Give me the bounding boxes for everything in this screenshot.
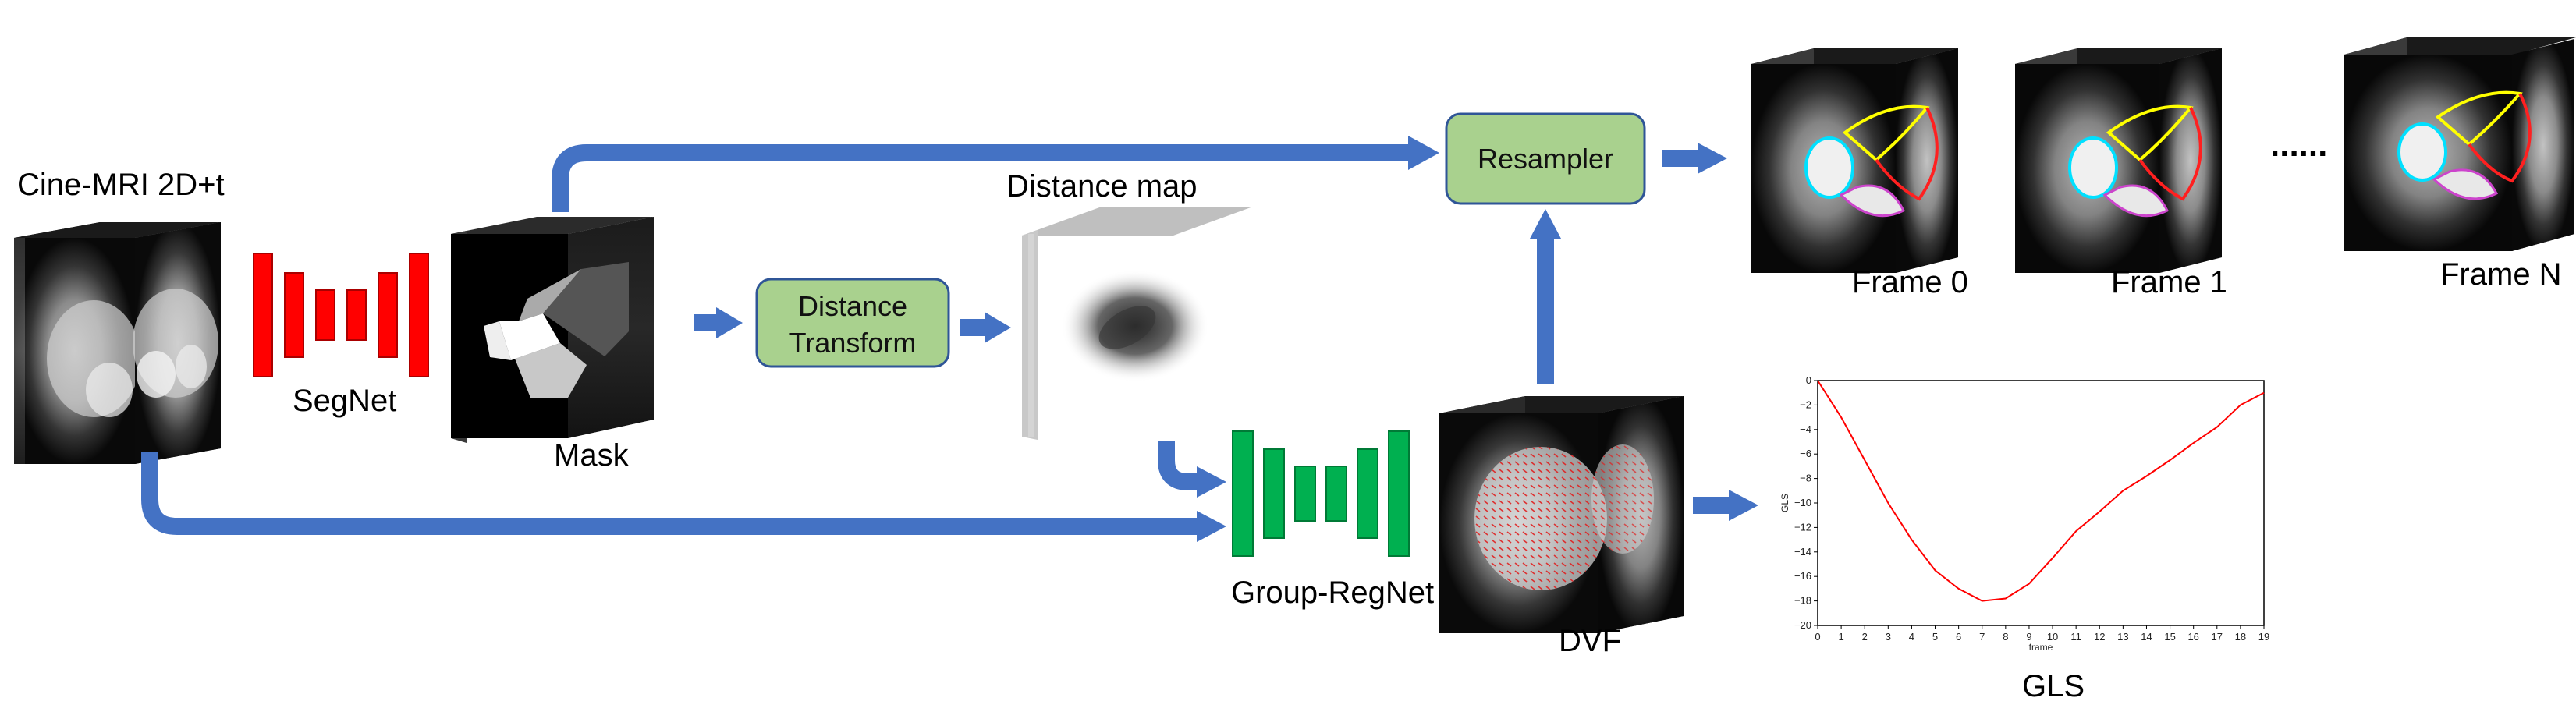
dvf-cube	[1439, 396, 1684, 633]
input-cine-mri-cube	[14, 222, 221, 464]
gls-x-tick-label: 4	[1909, 631, 1914, 643]
gls-x-tick-label: 11	[2070, 631, 2081, 643]
arrows	[141, 144, 1730, 535]
segnet-layer-5	[378, 272, 398, 358]
gls-x-tick-label: 17	[2212, 631, 2223, 643]
gls-y-tick-label: 0	[1806, 374, 1811, 386]
gls-x-tick-label: 2	[1862, 631, 1868, 643]
gls-label: GLS	[2022, 669, 2085, 703]
gls-x-tick-label: 14	[2141, 631, 2152, 643]
gls-y-axis: 0 −2 −4 −6 −8 −10 −12 −14 −16 −18 −20	[1794, 374, 1818, 631]
dvf-label: DVF	[1559, 624, 1621, 658]
frame-1-label: Frame 1	[2111, 265, 2227, 299]
frame-0-cube	[1751, 48, 1958, 273]
gls-y-tick-label: −8	[1800, 473, 1811, 484]
arrow-map-to-regnet	[1158, 441, 1198, 490]
regnet-layer-3	[1294, 466, 1316, 522]
arrowhead-distance-map	[985, 312, 1011, 343]
arrowheads	[716, 136, 1758, 542]
distance-map-label: Distance map	[1006, 169, 1198, 204]
segnet-layer-1	[253, 253, 273, 377]
distance-transform-line2: Transform	[789, 327, 917, 359]
gls-x-tick-label: 0	[1815, 631, 1820, 643]
distance-transform-block: Distance Transform	[755, 278, 950, 368]
segnet-layer-2	[284, 272, 304, 358]
regnet-layer-1	[1232, 430, 1254, 557]
resampler-label: Resampler	[1478, 143, 1613, 175]
segnet-label: SegNet	[293, 384, 396, 418]
gls-y-tick-label: −12	[1794, 521, 1811, 533]
gls-x-tick-label: 10	[2047, 631, 2058, 643]
arrow-input-to-regnet	[141, 452, 1198, 535]
frames-ellipsis: ......	[2270, 126, 2327, 164]
arrowhead-regnet-bottom	[1197, 511, 1226, 542]
regnet-label: Group-RegNet	[1231, 575, 1434, 610]
frame-1-cube	[2015, 48, 2222, 273]
gls-plot-frame	[1817, 380, 2265, 626]
segnet-layer-6	[409, 253, 429, 377]
gls-y-tick-label: −16	[1794, 570, 1811, 582]
gls-series-line	[1817, 380, 2265, 602]
gls-y-tick-label: −4	[1800, 423, 1811, 435]
gls-x-tick-label: 6	[1956, 631, 1961, 643]
regnet-layer-4	[1325, 466, 1347, 522]
regnet-layer-5	[1357, 448, 1378, 539]
gls-y-tick-label: −20	[1794, 619, 1811, 631]
arrowhead-frames	[1698, 143, 1727, 174]
mask-cube	[451, 217, 654, 443]
segnet-network	[253, 253, 429, 377]
distance-map-panel	[1022, 207, 1253, 440]
gls-x-tick-label: 5	[1932, 631, 1938, 643]
regnet-layer-6	[1388, 430, 1410, 557]
frame-0-label: Frame 0	[1852, 265, 1968, 299]
gls-y-axis-label: GLS	[1779, 494, 1790, 512]
gls-y-tick-label: −18	[1794, 595, 1811, 607]
arrowhead-gls	[1729, 490, 1758, 521]
gls-x-tick-label: 8	[2003, 631, 2008, 643]
mask-label: Mask	[554, 438, 630, 473]
gls-x-tick-label: 19	[2258, 631, 2269, 643]
arrowhead-resampler	[1408, 136, 1439, 170]
gls-x-tick-label: 1	[1838, 631, 1843, 643]
distance-transform-line1: Distance	[798, 290, 907, 322]
resampler-block: Resampler	[1445, 112, 1646, 205]
gls-x-tick-label: 15	[2164, 631, 2175, 643]
segnet-layer-3	[315, 289, 335, 341]
gls-x-tick-label: 12	[2094, 631, 2105, 643]
gls-y-tick-label: −2	[1800, 398, 1811, 410]
frame-n-cube	[2344, 37, 2576, 251]
arrow-mask-to-resampler	[552, 144, 1408, 212]
arrowhead-regnet-top	[1197, 466, 1226, 498]
group-regnet-network	[1232, 430, 1410, 557]
gls-x-axis-label: frame	[2029, 642, 2053, 653]
gls-y-tick-label: −14	[1794, 546, 1811, 558]
gls-x-tick-label: 18	[2235, 631, 2246, 643]
frame-n-label: Frame N	[2440, 257, 2562, 292]
segnet-layer-4	[346, 289, 367, 341]
input-label: Cine-MRI 2D+t	[17, 168, 225, 202]
arrowhead-dvf-up	[1530, 209, 1561, 239]
gls-x-tick-label: 13	[2117, 631, 2128, 643]
gls-x-tick-label: 3	[1886, 631, 1891, 643]
gls-x-tick-label: 9	[2026, 631, 2031, 643]
arrowhead-distance-transform	[716, 307, 743, 338]
gls-y-tick-label: −6	[1800, 448, 1811, 459]
gls-x-tick-label: 7	[1979, 631, 1985, 643]
gls-y-tick-label: −10	[1794, 497, 1811, 508]
regnet-layer-2	[1263, 448, 1285, 539]
gls-x-tick-label: 16	[2187, 631, 2198, 643]
